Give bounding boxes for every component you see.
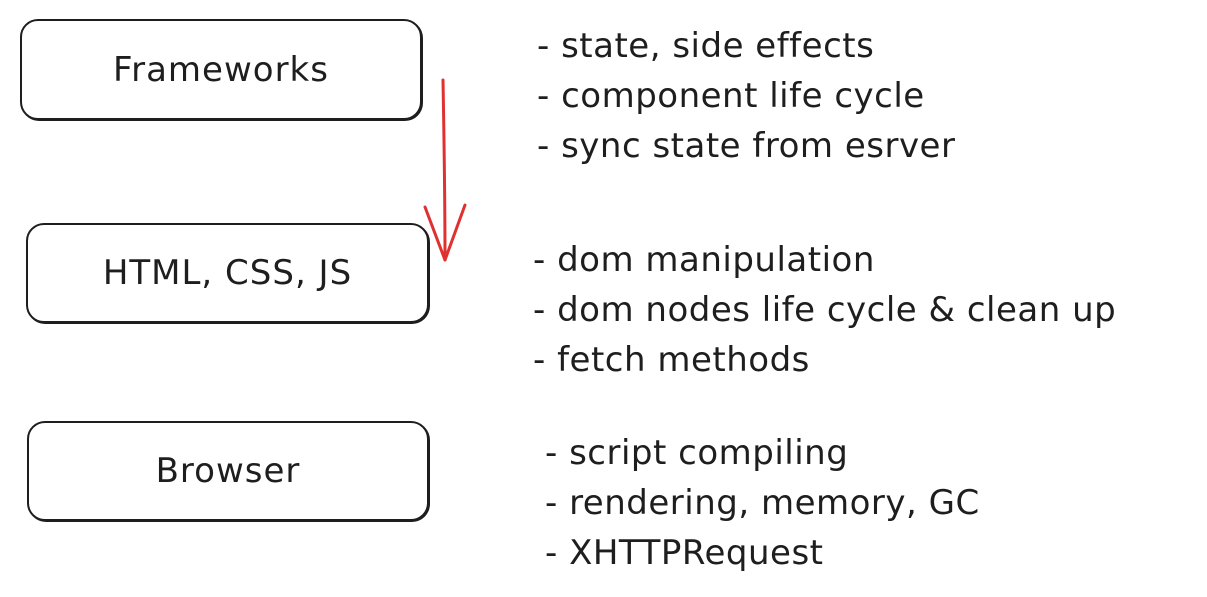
browser-box: Browser: [27, 421, 429, 521]
browser-label: Browser: [155, 451, 301, 491]
frameworks-box: Frameworks: [20, 19, 422, 120]
note-item: sync state from esrver: [537, 121, 955, 171]
frameworks-notes: state, side effects component life cycle…: [537, 21, 955, 171]
note-item: rendering, memory, GC: [545, 478, 980, 528]
note-item: dom manipulation: [533, 235, 1116, 285]
down-arrow-icon: [423, 78, 467, 262]
html-css-js-notes: dom manipulation dom nodes life cycle & …: [533, 235, 1116, 385]
note-item: XHTTPRequest: [545, 528, 980, 578]
note-item: dom nodes life cycle & clean up: [533, 285, 1116, 335]
frameworks-label: Frameworks: [113, 49, 329, 90]
note-item: component life cycle: [537, 71, 955, 121]
html-css-js-label: HTML, CSS, JS: [102, 253, 353, 293]
note-item: state, side effects: [537, 21, 955, 71]
note-item: fetch methods: [533, 335, 1116, 385]
html-css-js-box: HTML, CSS, JS: [26, 223, 429, 323]
note-item: script compiling: [545, 428, 980, 478]
browser-notes: script compiling rendering, memory, GC X…: [545, 428, 980, 578]
